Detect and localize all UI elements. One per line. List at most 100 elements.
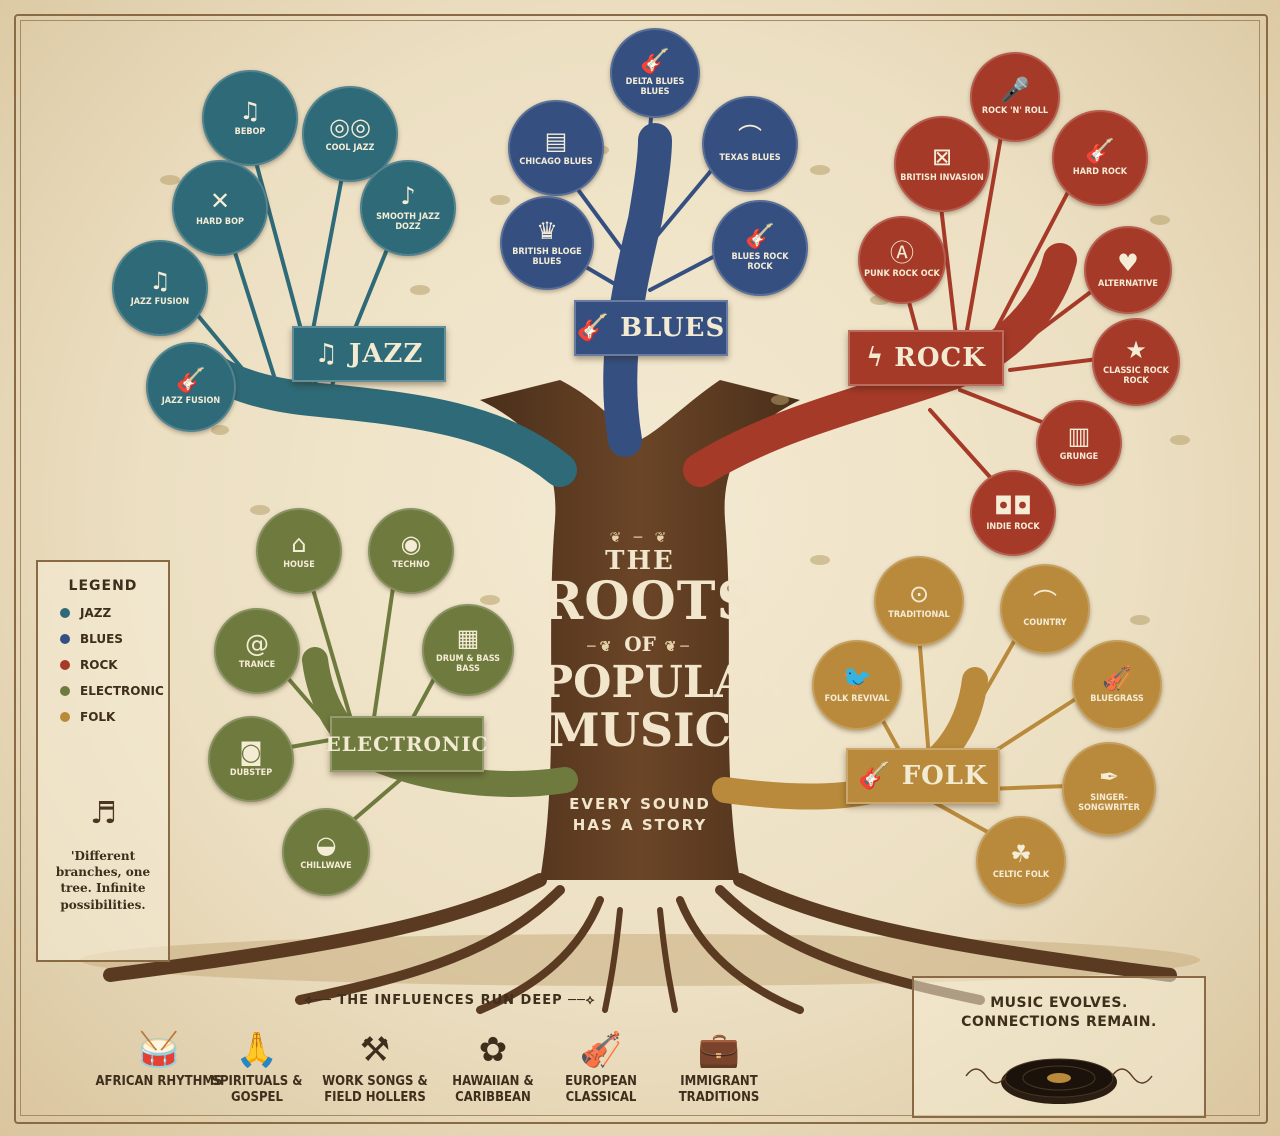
bird-icon: 🐦 (842, 663, 872, 692)
influence-african-rhythms: 🥁AFRICAN RHYTHMS (95, 1030, 223, 1089)
node-smooth-jazz: ♪SMOOTH JAZZ DOZZ (360, 160, 456, 256)
node-chillwave: ◒CHILLWAVE (282, 808, 370, 896)
vinyl-record-icon (965, 1058, 1153, 1104)
quill-icon: ✒ (1098, 762, 1120, 791)
node-techno: ◉TECHNO (368, 508, 454, 594)
genre-banner-electronic: ELECTRONIC (326, 716, 487, 772)
crown-icon: ♛ (536, 216, 558, 245)
guitar-icon: 🎸 (858, 761, 892, 791)
ground-shadow (80, 934, 1200, 986)
spiral-icon: @ (245, 629, 269, 658)
influence-hawaiian-caribbean: ✿HAWAIIAN & CARIBBEAN (428, 1030, 558, 1107)
violin-icon: 🎻 (579, 1030, 623, 1070)
harmonica-icon: ▤ (544, 126, 568, 155)
node-british-blues: ♛BRITISH BLOGE BLUES (500, 196, 594, 290)
legend-box: LEGEND JAZZ BLUES ROCK ELECTRONIC FOLK ♬… (36, 560, 170, 962)
title-roots: ROOTS (540, 571, 756, 632)
turntable-icon: ◉ (400, 529, 422, 558)
legend-quote: 'Different branches, one tree. Infinite … (55, 849, 151, 912)
influences-title: ⟡── THE INFLUENCES RUN DEEP ──⟡ (304, 993, 596, 1008)
microphone-icon: 🎤 (1000, 75, 1030, 104)
banjo-icon: ⊙ (908, 579, 930, 608)
anarchy-icon: Ⓐ (890, 238, 914, 267)
house-icon: ⌂ (291, 529, 307, 558)
genre-banner-rock: ϟ ROCK (848, 330, 1004, 386)
legend-item-electronic: ELECTRONIC (60, 684, 168, 698)
leaves (160, 145, 1190, 625)
legend-item-rock: ROCK (60, 658, 168, 672)
node-bebop: ♫BEBOP (202, 70, 298, 166)
influence-spirituals-gospel: 🙏SPIRITUALS & GOSPEL (192, 1030, 322, 1107)
star-icon: ★ (1125, 335, 1147, 364)
legend-item-jazz: JAZZ (60, 606, 168, 620)
drum-icon: 🥁 (137, 1030, 181, 1070)
legend-title: LEGEND (68, 578, 138, 594)
node-blues-rock: 🎸BLUES ROCK ROCK (712, 200, 808, 296)
branch-blues (603, 123, 672, 457)
union-jack-icon: ⊠ (931, 142, 953, 171)
ornament-top: ❦ ─ ❦ (609, 530, 671, 546)
drum-machine-icon: ▦ (456, 623, 480, 652)
saxophone-icon: ♫ (314, 339, 339, 369)
node-hard-bop: ✕HARD BOP (172, 160, 268, 256)
influence-immigrant-traditions: 💼IMMIGRANT TRADITIONS (654, 1030, 784, 1107)
sunglasses-icon: ◎◎ (329, 112, 371, 141)
node-hard-rock: 🎸HARD ROCK (1052, 110, 1148, 206)
hat-icon: ⌒ (738, 122, 762, 151)
guitar-icon: 🎸 (1085, 136, 1115, 165)
evolve-box: MUSIC EVOLVES. CONNECTIONS REMAIN. (912, 976, 1206, 1118)
node-folk-revival: 🐦FOLK REVIVAL (812, 640, 902, 730)
evolve-text: MUSIC EVOLVES. CONNECTIONS REMAIN. (961, 995, 1157, 1030)
influence-work-songs: ⚒WORK SONGS & FIELD HOLLERS (310, 1030, 440, 1107)
saxophone-icon: ♪ (400, 181, 416, 210)
node-alternative: ♥ALTERNATIVE (1084, 226, 1172, 314)
node-jazz-fusion-1: ♫JAZZ FUSION (112, 240, 208, 336)
glasses-icon: ◘◘ (994, 491, 1032, 520)
title-of: OF (624, 632, 656, 656)
sunset-icon: ◒ (315, 830, 337, 859)
node-classic-rock: ★CLASSIC ROCK ROCK (1092, 318, 1180, 406)
guitar-icon: 🎸 (640, 46, 670, 75)
title-of-row: ─❦ OF ❦─ (587, 632, 693, 656)
node-british-invasion: ⊠BRITISH INVASION (894, 116, 990, 212)
title-the: THE (605, 546, 675, 576)
node-bluegrass: 🎻BLUEGRASS (1072, 640, 1162, 730)
node-dubstep: ◙DUBSTEP (208, 716, 294, 802)
legend-item-folk: FOLK (60, 710, 168, 724)
cowboy-hat-icon: ⌒ (1033, 587, 1057, 616)
title-music: MUSIC (548, 703, 732, 758)
node-texas-blues: ⌒TEXAS BLUES (702, 96, 798, 192)
celtic-knot-icon: ☘ (1010, 839, 1032, 868)
legend-item-blues: BLUES (60, 632, 168, 646)
influence-european-classical: 🎻EUROPEAN CLASSICAL (536, 1030, 666, 1107)
guitar-icon: 🎸 (745, 221, 775, 250)
praying-hands-icon: 🙏 (235, 1030, 279, 1070)
genre-banner-jazz: ♫ JAZZ (292, 326, 446, 382)
node-trance: @TRANCE (214, 608, 300, 694)
genre-banner-blues: 🎸 BLUES (574, 300, 728, 356)
node-traditional: ⊙TRADITIONAL (874, 556, 964, 646)
fiddle-icon: 🎻 (1102, 663, 1132, 692)
guitar-icon: 🎸 (576, 313, 611, 343)
node-drum-and-bass: ▦DRUM & BASS BASS (422, 604, 514, 696)
node-celtic-folk: ☘CELTIC FOLK (976, 816, 1066, 906)
lightning-icon: ϟ (866, 343, 885, 373)
guitar-icon: 🎸 (176, 365, 206, 394)
node-indie-rock: ◘◘INDIE ROCK (970, 470, 1056, 556)
suitcase-icon: 💼 (697, 1030, 741, 1070)
saxophone-icon: ♫ (239, 96, 261, 125)
node-jazz-fusion-2: 🎸JAZZ FUSION (146, 342, 236, 432)
drumsticks-icon: ✕ (209, 186, 231, 215)
node-house: ⌂HOUSE (256, 508, 342, 594)
node-chicago-blues: ▤CHICAGO BLUES (508, 100, 604, 196)
gramophone-icon: ♬ (90, 796, 117, 831)
node-singer-songwriter: ✒SINGER-SONGWRITER (1062, 742, 1156, 836)
main-title: ❦ ─ ❦ THE ROOTS ─❦ OF ❦─ POPULAR MUSIC E… (540, 530, 785, 836)
saxophone-icon: ♫ (149, 266, 171, 295)
node-delta-blues: 🎸DELTA BLUES BLUES (610, 28, 700, 118)
node-rock-n-roll: 🎤ROCK 'N' ROLL (970, 52, 1060, 142)
speaker-icon: ◙ (239, 737, 263, 766)
node-cool-jazz: ◎◎COOL JAZZ (302, 86, 398, 182)
